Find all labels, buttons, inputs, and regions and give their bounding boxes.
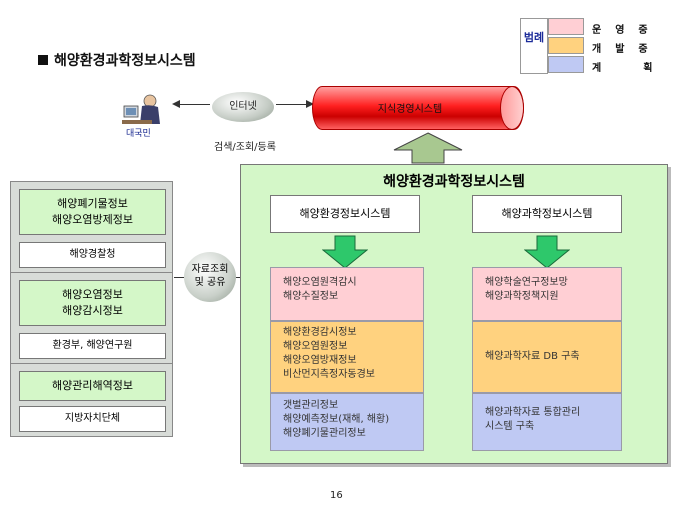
data-share-label: 자료조회 및 공유 xyxy=(191,264,229,288)
page-number: 16 xyxy=(330,490,343,501)
env-developing-item: 해양오염원정보 xyxy=(283,341,348,352)
sci-operating-item: 해양학술연구정보망 xyxy=(485,277,568,288)
sci-planned-item: 해양과학자료 통합관리 xyxy=(485,407,581,418)
sci-operating-cell: 해양학술연구정보망 해양과학정책지원 xyxy=(472,267,622,321)
sci-planned-cell: 해양과학자료 통합관리 시스템 구축 xyxy=(472,393,622,451)
left-group-coast-guard: 해양폐기물정보 해양오염방제정보 해양경찰청 xyxy=(10,181,173,273)
legend-swatch-operating xyxy=(548,18,584,35)
arrow-citizen-internet xyxy=(178,104,210,106)
left-info-item: 해양관리해역정보 xyxy=(52,379,133,392)
internet-bubble: 인터넷 xyxy=(212,92,274,122)
legend-text-operating: 운영중 xyxy=(592,25,662,36)
left-org-box: 해양경찰청 xyxy=(19,242,166,268)
arrow-left-icon xyxy=(172,100,180,108)
left-info-item: 해양감시정보 xyxy=(62,304,123,317)
page-title-text: 해양환경과학정보시스템 xyxy=(54,53,196,69)
legend-label: 범례 xyxy=(520,18,548,74)
left-org-box: 지방자치단체 xyxy=(19,406,166,432)
data-share-bubble: 자료조회 및 공유 xyxy=(184,252,236,302)
left-group-info-box: 해양오염정보 해양감시정보 xyxy=(19,280,166,326)
env-planned-item: 갯벌관리정보 xyxy=(283,400,339,411)
env-developing-item: 해양환경감시정보 xyxy=(283,327,357,338)
env-planned-item: 해양폐기물관리정보 xyxy=(283,428,366,439)
env-operating-cell: 해양오염원격감시 해양수질정보 xyxy=(270,267,424,321)
person-at-computer-icon xyxy=(122,94,160,124)
legend-swatch-developing xyxy=(548,37,584,54)
env-developing-item: 비산먼지측정자동경보 xyxy=(283,369,375,380)
legend-text-developing: 개발중 xyxy=(592,44,662,55)
knowledge-system-cylinder xyxy=(312,86,524,130)
left-group-info-box: 해양관리해역정보 xyxy=(19,371,166,401)
env-operating-item: 해양수질정보 xyxy=(283,291,339,302)
search-register-label: 검색/조회/등록 xyxy=(214,142,276,153)
sci-down-arrow-icon xyxy=(524,235,570,269)
sci-operating-item: 해양과학정책지원 xyxy=(485,291,559,302)
cylinder-cap xyxy=(500,86,524,130)
left-group-environment: 해양오염정보 해양감시정보 환경부, 해양연구원 xyxy=(10,272,173,364)
arrow-internet-knowledge xyxy=(276,104,314,106)
left-org-box: 환경부, 해양연구원 xyxy=(19,333,166,359)
left-group-local-gov: 해양관리해역정보 지방자치단체 xyxy=(10,363,173,437)
knowledge-system-label: 지식경영시스템 xyxy=(377,104,443,115)
env-down-arrow-icon xyxy=(322,235,368,269)
up-arrow-icon xyxy=(393,132,463,164)
arrow-right-icon xyxy=(306,100,314,108)
left-info-item: 해양폐기물정보 xyxy=(57,197,128,210)
env-operating-item: 해양오염원격감시 xyxy=(283,277,357,288)
env-developing-item: 해양오염방재정보 xyxy=(283,355,357,366)
sci-developing-cell: 해양과학자료 DB 구축 xyxy=(472,321,622,393)
left-info-item: 해양오염방제정보 xyxy=(52,213,133,226)
sci-system-title: 해양과학정보시스템 xyxy=(472,195,622,233)
env-planned-item: 해양예측정보(재해, 해황) xyxy=(283,414,390,425)
share-connector-left xyxy=(174,277,184,278)
legend-text-planned: 계획 xyxy=(592,63,652,74)
env-developing-cell: 해양환경감시정보 해양오염원정보 해양오염방재정보 비산먼지측정자동경보 xyxy=(270,321,424,393)
left-group-info-box: 해양폐기물정보 해양오염방제정보 xyxy=(19,189,166,235)
sci-planned-item: 시스템 구축 xyxy=(485,421,535,432)
env-system-title: 해양환경정보시스템 xyxy=(270,195,420,233)
legend-swatch-planned xyxy=(548,56,584,73)
env-planned-cell: 갯벌관리정보 해양예측정보(재해, 해황) 해양폐기물관리정보 xyxy=(270,393,424,451)
citizen-label: 대국민 xyxy=(126,129,151,139)
left-info-item: 해양오염정보 xyxy=(62,288,123,301)
sci-developing-item: 해양과학자료 DB 구축 xyxy=(485,351,580,362)
main-system-title: 해양환경과학정보시스템 xyxy=(383,174,525,190)
page-title: 해양환경과학정보시스템 xyxy=(38,50,196,70)
